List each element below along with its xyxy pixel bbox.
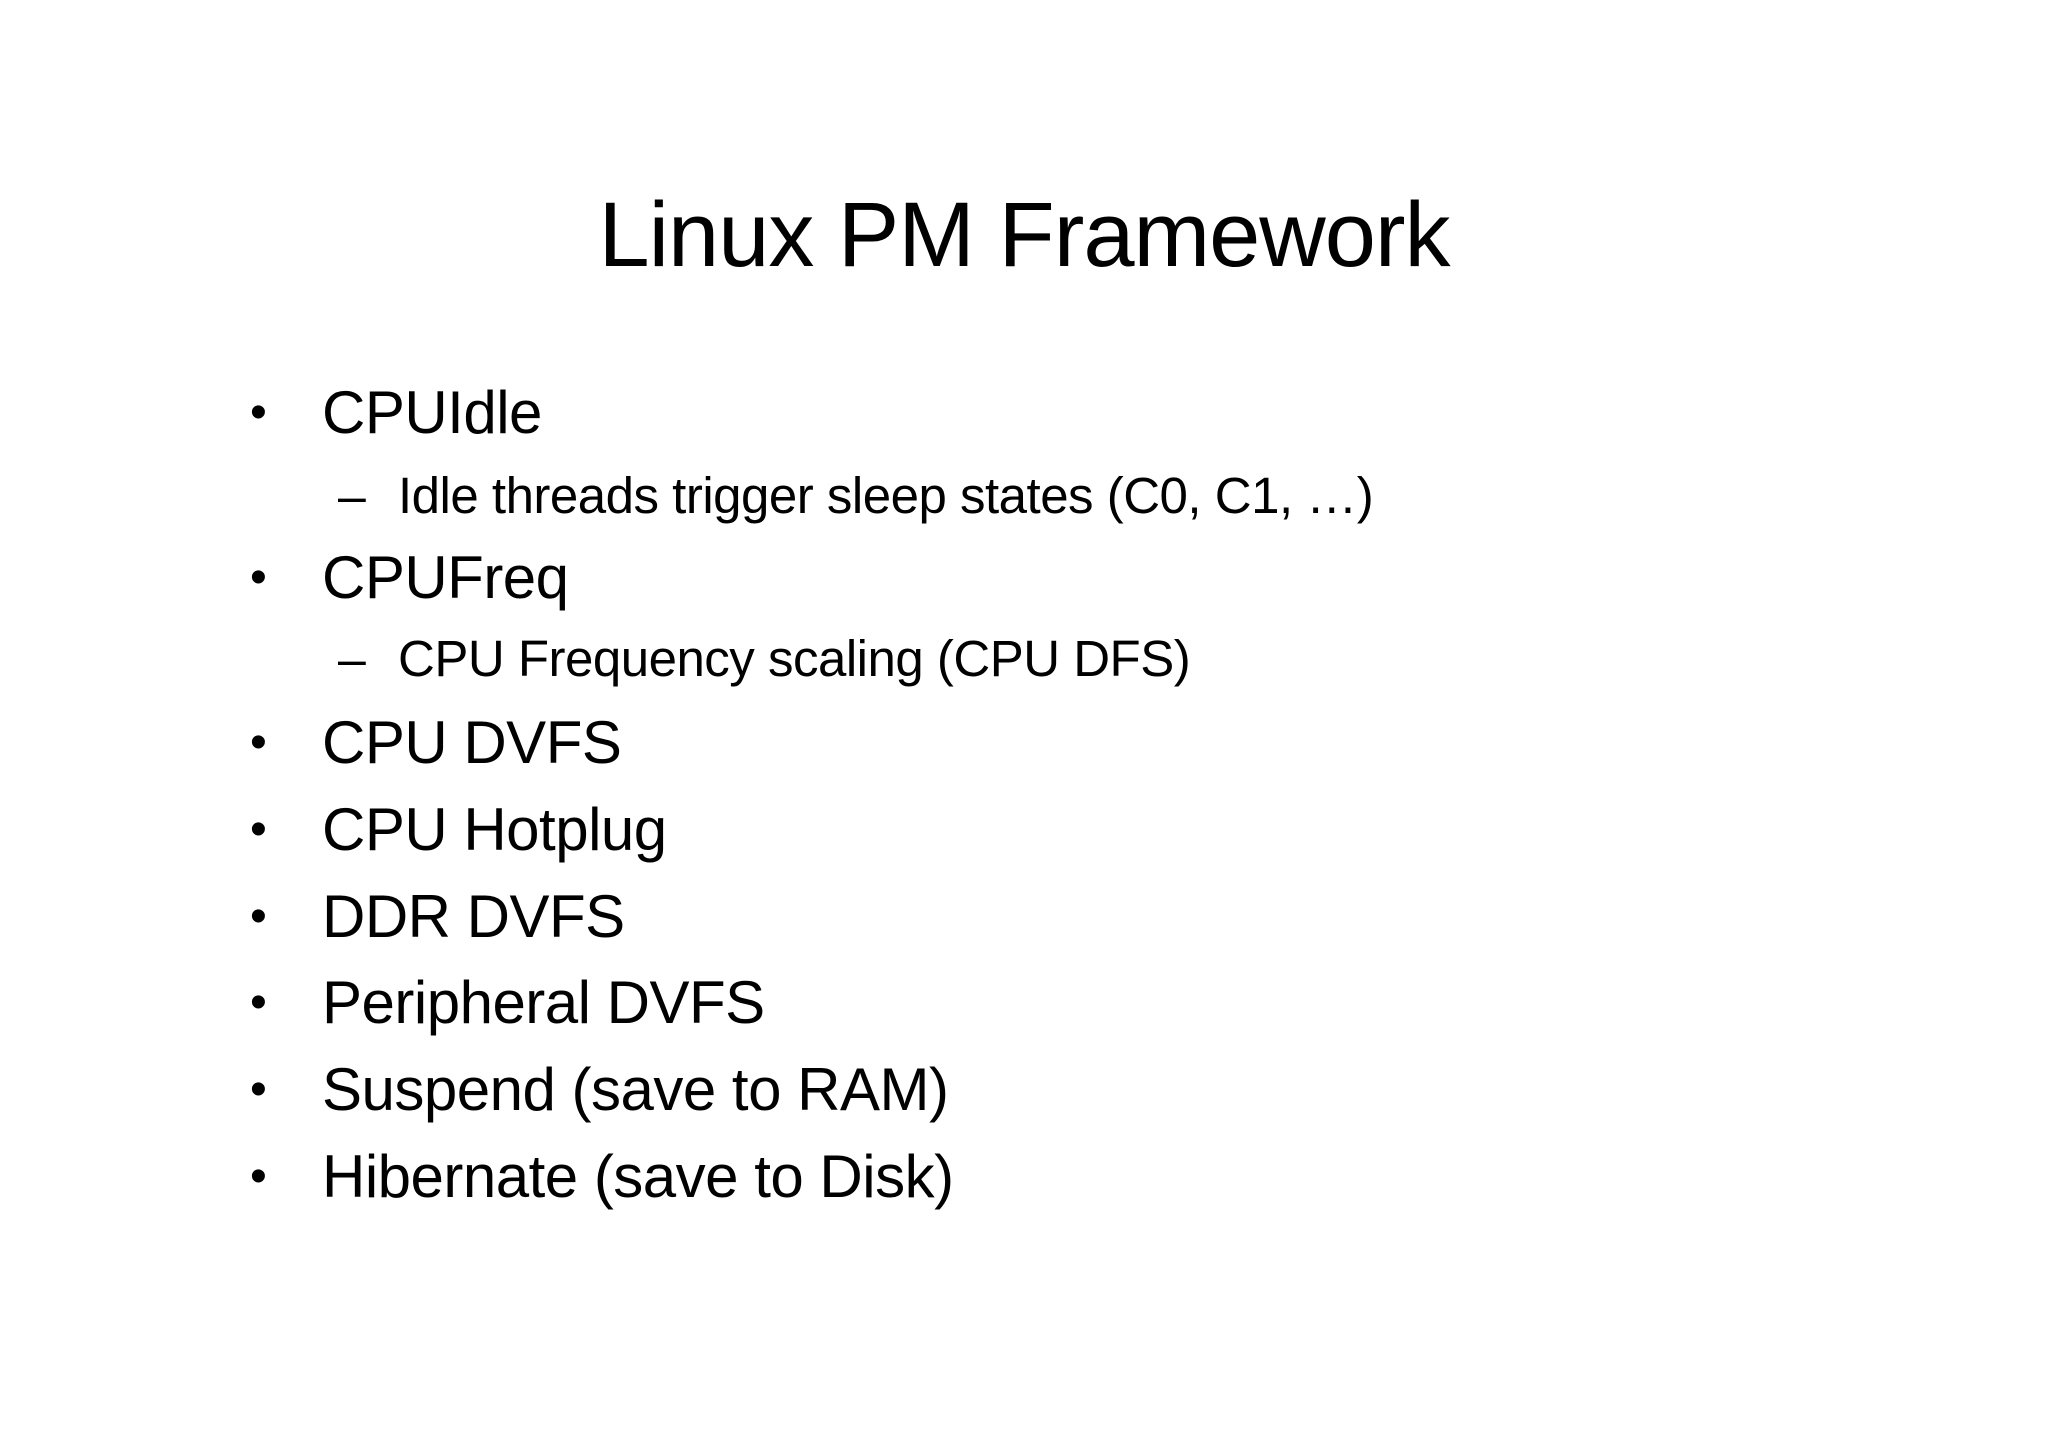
bullet-label: CPUFreq [322,544,569,611]
bullet-label: Suspend (save to RAM) [322,1056,949,1123]
bullet-label: DDR DVFS [322,883,625,950]
bullet-item-hibernate: • Hibernate (save to Disk) [250,1142,954,1212]
bullet-dot: • [250,1063,267,1116]
sub-bullet-label: CPU Frequency scaling (CPU DFS) [398,630,1191,687]
bullet-label: Hibernate (save to Disk) [322,1143,954,1210]
slide-title: Linux PM Framework [598,184,1450,286]
bullet-label: CPU DVFS [322,709,622,776]
bullet-label: CPUIdle [322,379,542,446]
bullet-dot: • [250,976,267,1029]
bullet-dot: • [250,890,267,943]
sub-bullet-cpuidle: – Idle threads trigger sleep states (C0,… [338,466,1374,526]
bullet-item-cpu-dvfs: • CPU DVFS [250,708,622,778]
bullet-dot: • [250,716,267,769]
bullet-dot: • [250,551,267,604]
bullet-dot: • [250,803,267,856]
sub-bullet-cpufreq: – CPU Frequency scaling (CPU DFS) [338,629,1191,689]
bullet-item-cpufreq: • CPUFreq [250,543,569,613]
bullet-label: CPU Hotplug [322,796,667,863]
bullet-item-cpuidle: • CPUIdle [250,378,542,448]
bullet-item-peripheral-dvfs: • Peripheral DVFS [250,968,765,1038]
bullet-dot: • [250,386,267,439]
bullet-dot: • [250,1150,267,1203]
bullet-item-ddr-dvfs: • DDR DVFS [250,882,625,952]
sub-bullet-dash: – [338,631,366,687]
bullet-item-suspend: • Suspend (save to RAM) [250,1055,949,1125]
sub-bullet-label: Idle threads trigger sleep states (C0, C… [398,467,1374,524]
sub-bullet-dash: – [338,468,366,524]
bullet-label: Peripheral DVFS [322,969,765,1036]
bullet-item-cpu-hotplug: • CPU Hotplug [250,795,667,865]
